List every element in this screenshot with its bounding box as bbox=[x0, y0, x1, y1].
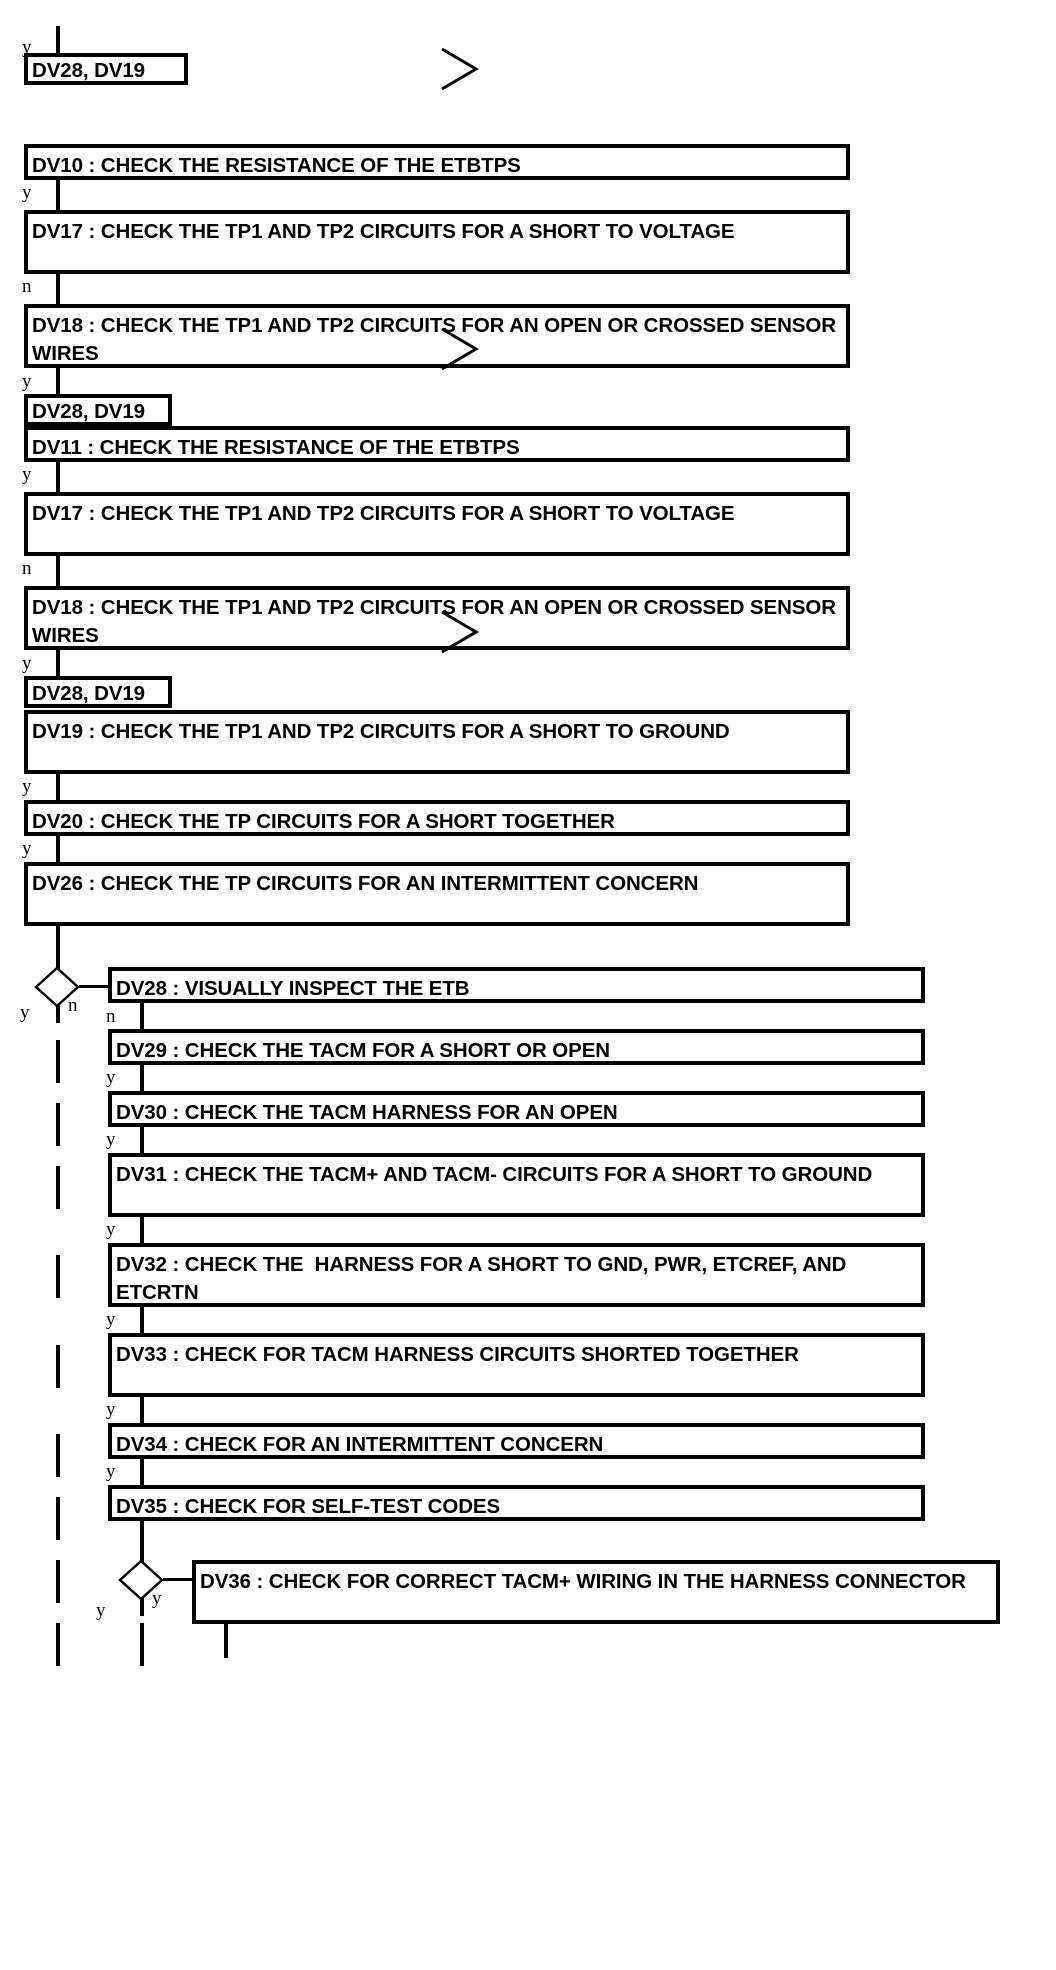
connector-dv35-decision2 bbox=[140, 1521, 144, 1563]
edge-label-y-dv19: y bbox=[22, 776, 32, 797]
node-dv11[interactable]: DV11 : CHECK THE RESISTANCE OF THE ETBTP… bbox=[24, 426, 850, 462]
edge-label-y-dv31: y bbox=[106, 1219, 116, 1240]
rail-left-seg-1 bbox=[56, 1040, 60, 1083]
chevron-right-icon-1 bbox=[441, 47, 479, 91]
edge-label-n-decision1: n bbox=[68, 995, 78, 1016]
rail-left-seg-3 bbox=[56, 1166, 60, 1209]
chevron-right-icon-3 bbox=[441, 610, 479, 654]
connector-dv18b-ref3 bbox=[56, 650, 60, 676]
node-dv18b[interactable]: DV18 : CHECK THE TP1 AND TP2 CIRCUITS FO… bbox=[24, 586, 850, 650]
node-dv10[interactable]: DV10 : CHECK THE RESISTANCE OF THE ETBTP… bbox=[24, 144, 850, 180]
node-dv33[interactable]: DV33 : CHECK FOR TACM HARNESS CIRCUITS S… bbox=[108, 1333, 925, 1397]
node-dv18a[interactable]: DV18 : CHECK THE TP1 AND TP2 CIRCUITS FO… bbox=[24, 304, 850, 368]
node-dv30[interactable]: DV30 : CHECK THE TACM HARNESS FOR AN OPE… bbox=[108, 1091, 925, 1127]
edge-label-y-dv20: y bbox=[22, 838, 32, 859]
node-dv28[interactable]: DV28 : VISUALLY INSPECT THE ETB bbox=[108, 967, 925, 1003]
connector-dv30-dv31 bbox=[140, 1127, 144, 1153]
node-dv36[interactable]: DV36 : CHECK FOR CORRECT TACM+ WIRING IN… bbox=[192, 1560, 1000, 1624]
connector-decision1-dv28 bbox=[79, 985, 111, 988]
node-dv19[interactable]: DV19 : CHECK THE TP1 AND TP2 CIRCUITS FO… bbox=[24, 710, 850, 774]
connector-dv19-dv20 bbox=[56, 774, 60, 800]
connector-top bbox=[56, 26, 60, 54]
node-ref2[interactable]: DV28, DV19 bbox=[24, 394, 172, 426]
node-ref1[interactable]: DV28, DV19 bbox=[24, 53, 188, 85]
edge-label-y-dv34: y bbox=[106, 1461, 116, 1482]
connector-dv11-dv17b bbox=[56, 462, 60, 492]
connector-decision2-dv36 bbox=[163, 1578, 195, 1581]
node-dv31[interactable]: DV31 : CHECK THE TACM+ AND TACM- CIRCUIT… bbox=[108, 1153, 925, 1217]
node-ref3[interactable]: DV28, DV19 bbox=[24, 676, 172, 708]
edge-label-n-dv28: n bbox=[106, 1006, 116, 1027]
rail-left-seg-8 bbox=[56, 1560, 60, 1603]
connector-dv29-dv30 bbox=[140, 1065, 144, 1091]
connector-dv26-decision1 bbox=[56, 926, 60, 970]
rail-left-seg-9 bbox=[56, 1623, 60, 1666]
connector-decision2-down-stub bbox=[140, 1598, 144, 1616]
edge-label-y-dv10: y bbox=[22, 182, 32, 203]
edge-label-y-dv18b: y bbox=[22, 653, 32, 674]
connector-dv17b-dv18b bbox=[56, 556, 60, 586]
connector-dv36-down bbox=[224, 1624, 228, 1658]
rail-left-seg-4 bbox=[56, 1255, 60, 1298]
edge-label-n-dv17a: n bbox=[22, 276, 32, 297]
edge-label-y-decision2: y bbox=[152, 1588, 162, 1609]
edge-label-n-dv17b: n bbox=[22, 558, 32, 579]
node-dv20[interactable]: DV20 : CHECK THE TP CIRCUITS FOR A SHORT… bbox=[24, 800, 850, 836]
node-dv35[interactable]: DV35 : CHECK FOR SELF-TEST CODES bbox=[108, 1485, 925, 1521]
chevron-right-icon-2 bbox=[441, 327, 479, 371]
edge-label-y-top: y bbox=[22, 37, 32, 58]
rail-left-seg-6 bbox=[56, 1434, 60, 1477]
edge-label-y-dv32: y bbox=[106, 1309, 116, 1330]
rail-left-seg-2 bbox=[56, 1103, 60, 1146]
node-dv34[interactable]: DV34 : CHECK FOR AN INTERMITTENT CONCERN bbox=[108, 1423, 925, 1459]
node-dv32[interactable]: DV32 : CHECK THE HARNESS FOR A SHORT TO … bbox=[108, 1243, 925, 1307]
node-dv29[interactable]: DV29 : CHECK THE TACM FOR A SHORT OR OPE… bbox=[108, 1029, 925, 1065]
node-dv26[interactable]: DV26 : CHECK THE TP CIRCUITS FOR AN INTE… bbox=[24, 862, 850, 926]
connector-dv20-dv26 bbox=[56, 836, 60, 862]
connector-dv10-dv17a bbox=[56, 180, 60, 210]
connector-dv17a-dv18a bbox=[56, 274, 60, 304]
connector-dv18a-ref2 bbox=[56, 368, 60, 394]
edge-label-y-dv11: y bbox=[22, 464, 32, 485]
rail-left-seg-7 bbox=[56, 1497, 60, 1540]
edge-label-y-dv33: y bbox=[106, 1399, 116, 1420]
connector-dv32-dv33 bbox=[140, 1307, 144, 1333]
node-dv17a[interactable]: DV17 : CHECK THE TP1 AND TP2 CIRCUITS FO… bbox=[24, 210, 850, 274]
edge-label-y-dv30: y bbox=[106, 1129, 116, 1150]
connector-decision1-down-stub bbox=[56, 1005, 60, 1023]
rail-left-seg-5 bbox=[56, 1345, 60, 1388]
edge-label-y-dv18a: y bbox=[22, 371, 32, 392]
edge-label-n-decision2: y bbox=[96, 1600, 106, 1621]
connector-dv33-dv34 bbox=[140, 1397, 144, 1423]
rail-mid-seg-1 bbox=[140, 1623, 144, 1666]
node-dv17b[interactable]: DV17 : CHECK THE TP1 AND TP2 CIRCUITS FO… bbox=[24, 492, 850, 556]
connector-dv34-dv35 bbox=[140, 1459, 144, 1485]
connector-dv28-dv29 bbox=[140, 1003, 144, 1029]
edge-label-y-decision1: y bbox=[20, 1002, 30, 1023]
connector-dv31-dv32 bbox=[140, 1217, 144, 1243]
edge-label-y-dv29: y bbox=[106, 1067, 116, 1088]
